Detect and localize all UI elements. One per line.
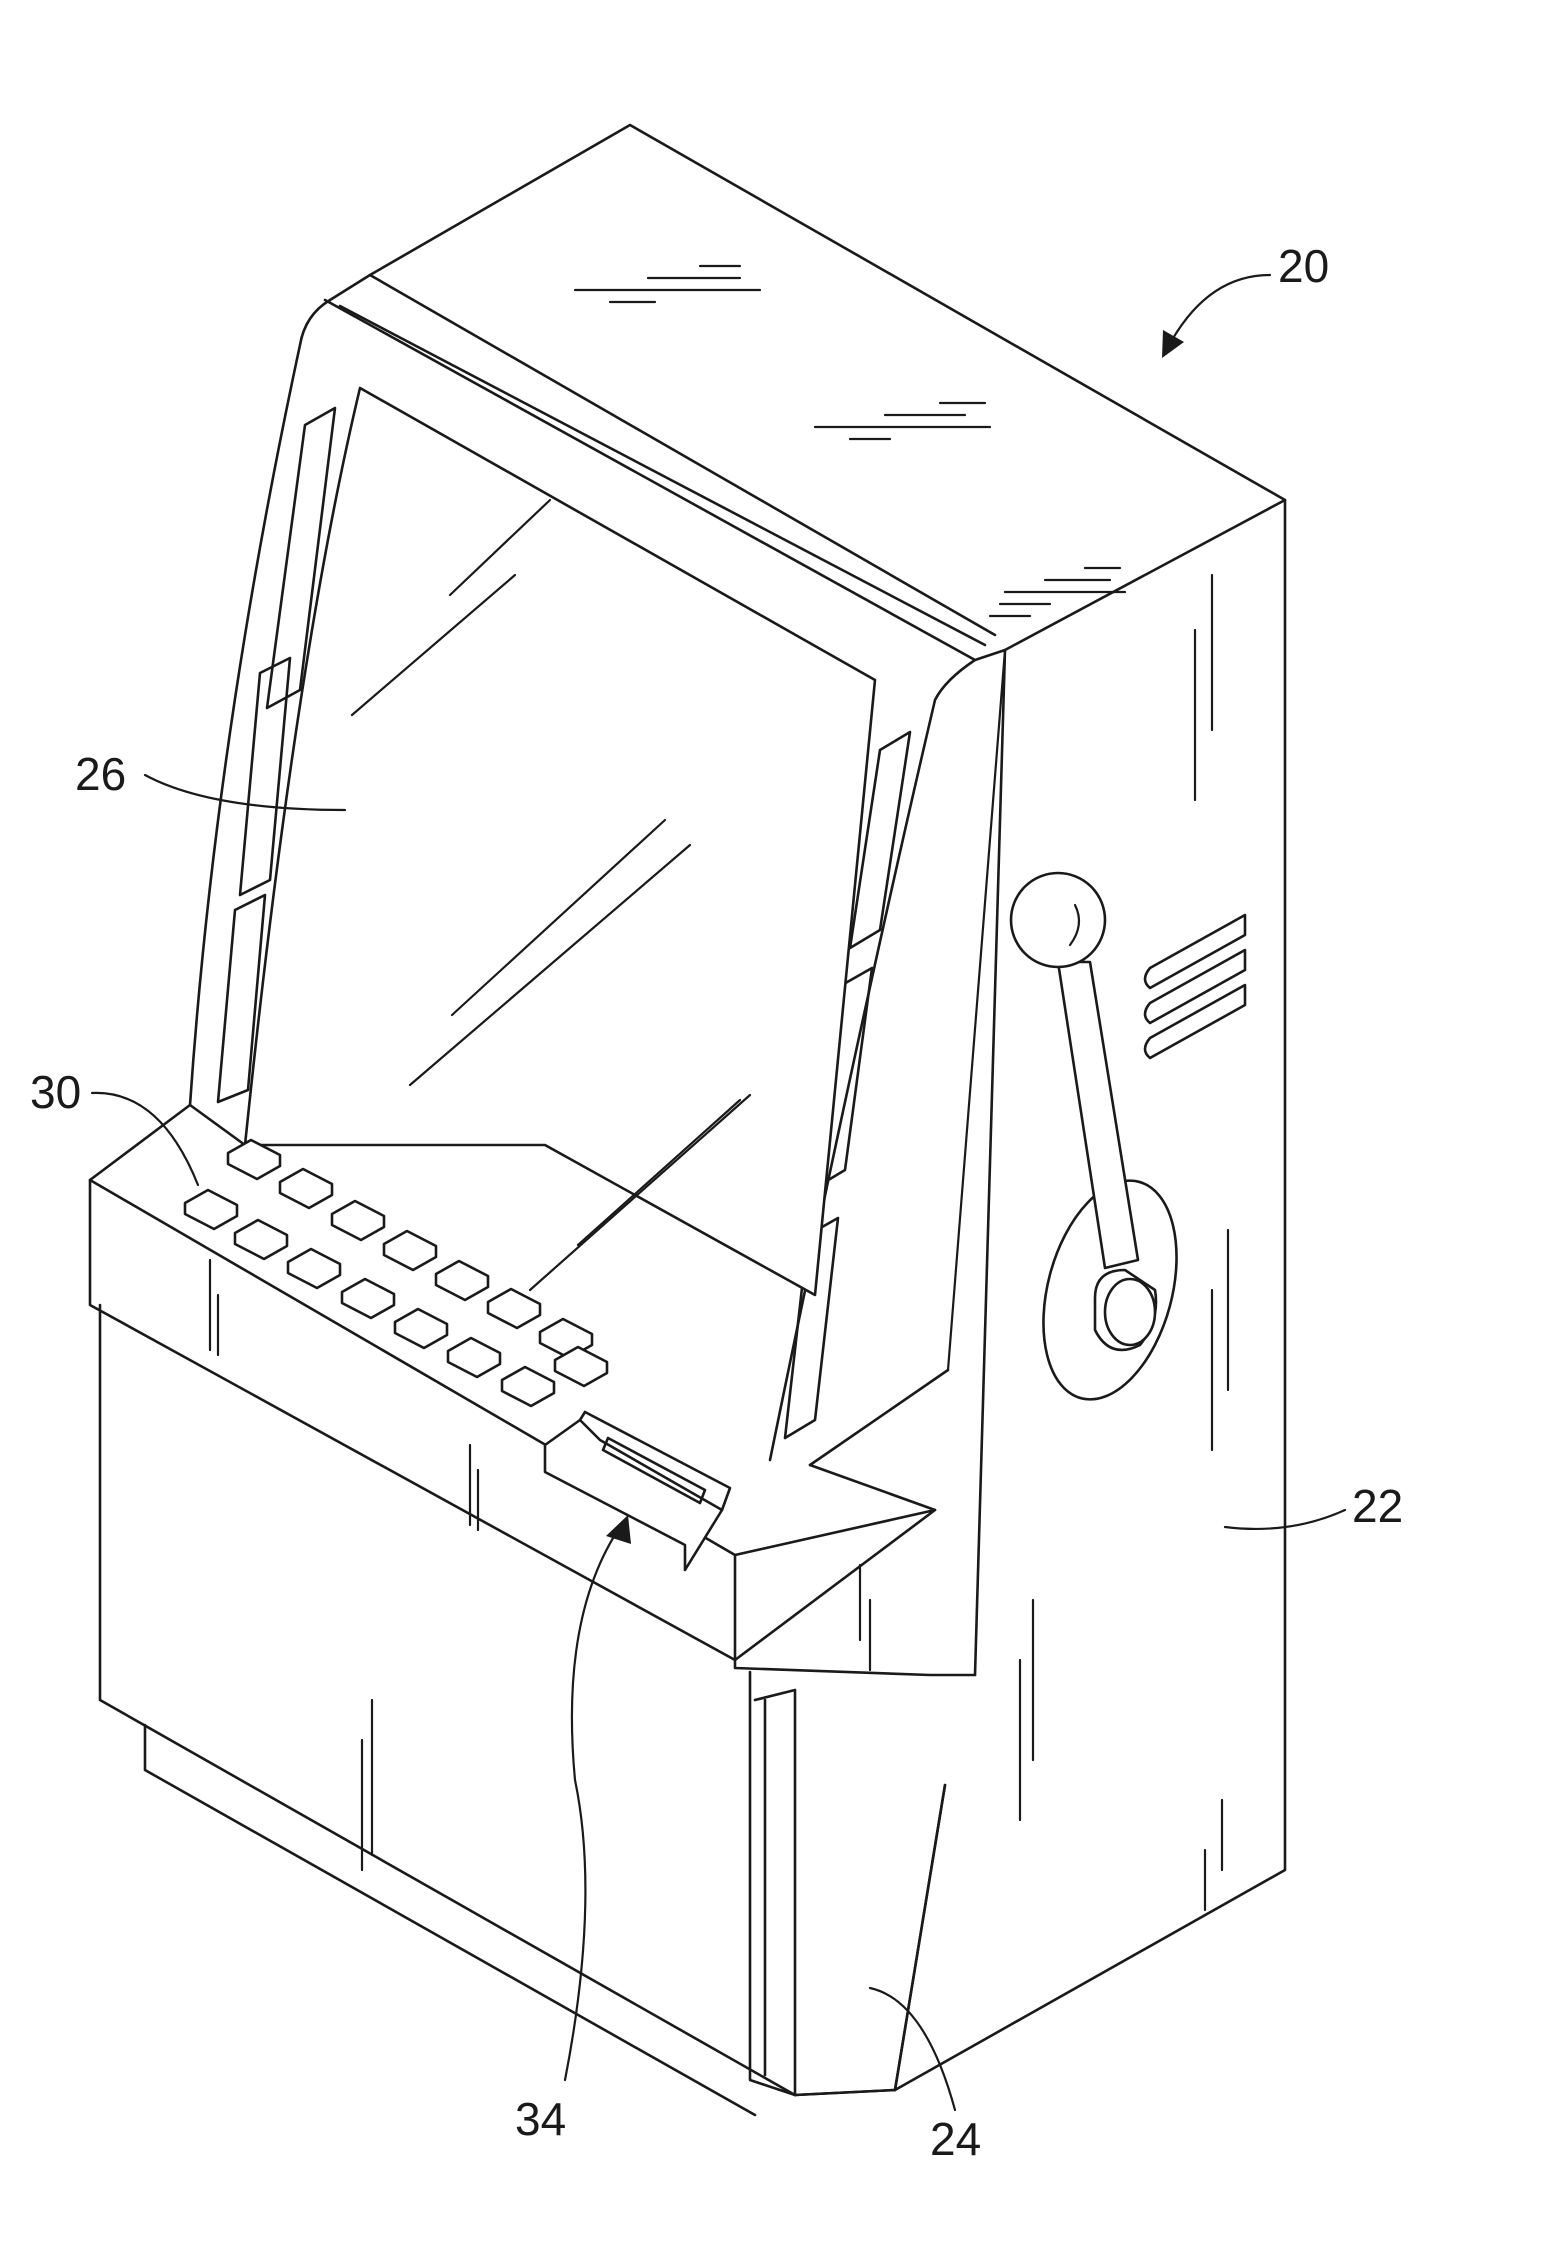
game-button[interactable] [502,1367,554,1406]
display-screen [245,388,875,1295]
game-button[interactable] [448,1338,500,1377]
game-button[interactable] [395,1309,447,1348]
game-button[interactable] [185,1190,237,1229]
ref-numeral-22: 22 [1352,1480,1403,1532]
reference-callout-30: 30 [30,1066,198,1185]
game-button[interactable] [288,1249,340,1288]
leader-arrow-20 [1172,275,1270,340]
ref-numeral-30: 30 [30,1066,81,1118]
reference-callout-22: 22 [1225,1480,1403,1532]
game-button[interactable] [332,1201,384,1240]
game-button[interactable] [488,1289,540,1328]
reference-callout-20: 20 [1162,240,1329,358]
bill-acceptor[interactable] [545,1412,730,1570]
lower-cabinet [100,1305,975,2115]
arrowhead-icon [606,1515,631,1544]
ref-numeral-24: 24 [930,2113,981,2165]
arrowhead-icon [1162,330,1184,358]
game-button[interactable] [235,1220,287,1259]
lever-knob[interactable] [1011,873,1105,967]
game-button[interactable] [384,1231,436,1270]
game-button[interactable] [280,1169,332,1208]
leader-arrow-34 [565,1530,618,2080]
ref-numeral-20: 20 [1278,240,1329,292]
reference-callout-24: 24 [870,1988,981,2165]
reference-callout-34: 34 [515,1515,631,2145]
game-button[interactable] [436,1261,488,1300]
ref-numeral-26: 26 [75,748,126,800]
game-button[interactable] [342,1279,394,1318]
pull-lever[interactable] [1011,873,1199,1414]
vent-slots [1145,915,1245,1058]
ref-numeral-34: 34 [515,2093,566,2145]
